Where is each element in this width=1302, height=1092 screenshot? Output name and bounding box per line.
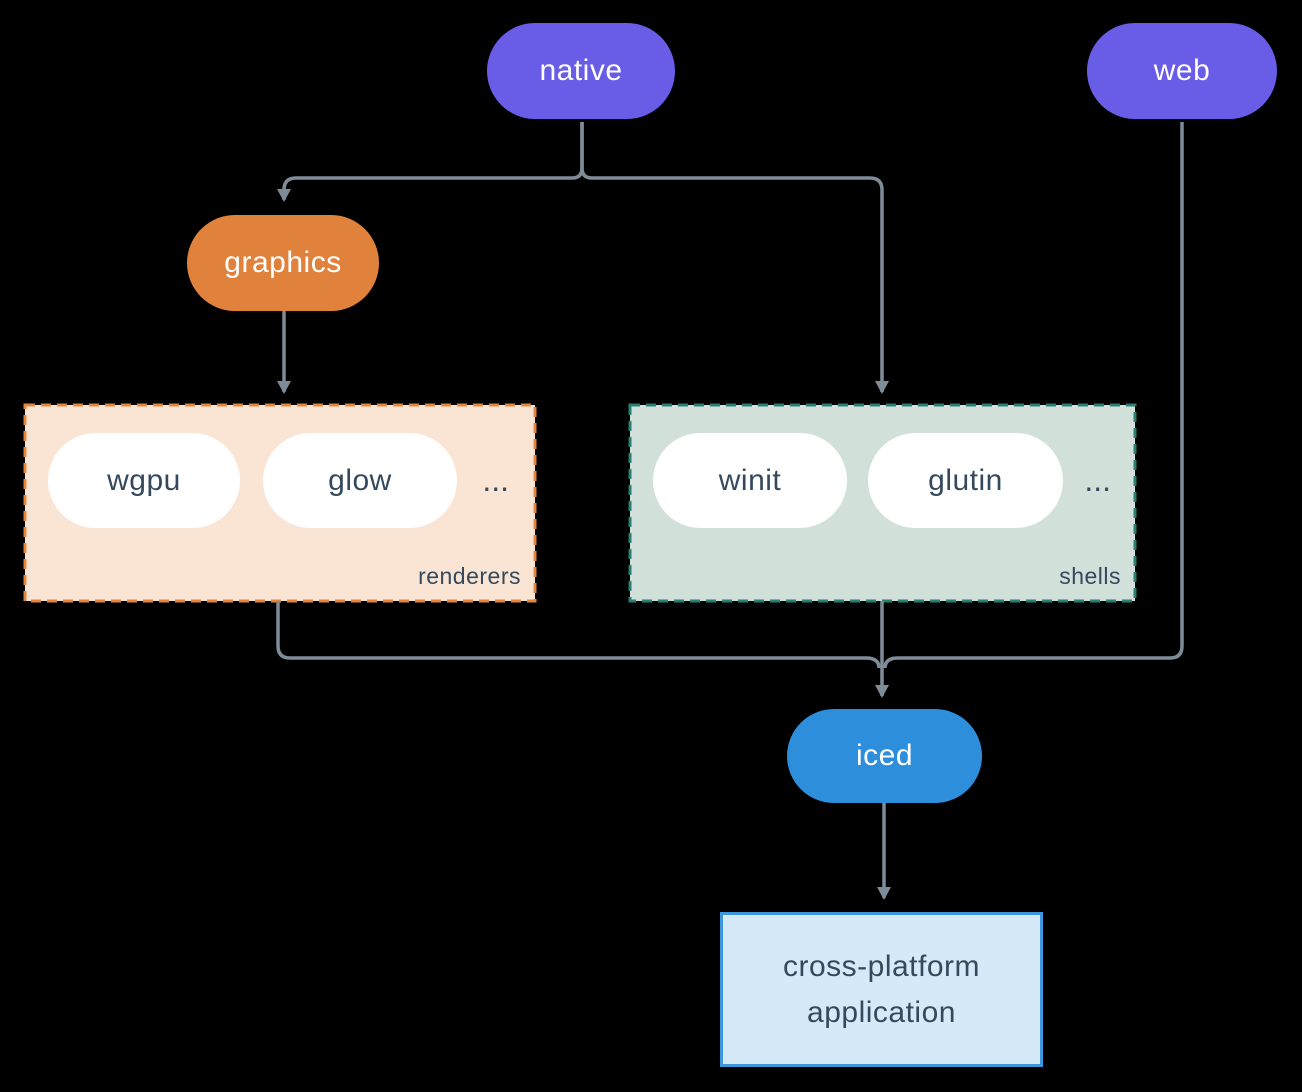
- line-web-to-merge: [883, 122, 1184, 669]
- node-wgpu: wgpu: [48, 433, 240, 528]
- node-iced: iced: [787, 709, 982, 803]
- node-native: native: [487, 23, 675, 119]
- node-web: web: [1087, 23, 1277, 119]
- renderers-group: wgpu glow ... renderers: [25, 405, 535, 601]
- node-native-label: native: [539, 54, 623, 87]
- node-winit: winit: [653, 433, 847, 528]
- node-graphics: graphics: [187, 215, 379, 311]
- node-glutin: glutin: [868, 433, 1063, 528]
- shells-group: winit glutin ... shells: [630, 405, 1135, 601]
- node-web-label: web: [1153, 54, 1211, 87]
- application-label-line1: cross-platform: [782, 949, 981, 983]
- node-iced-label: iced: [855, 739, 914, 772]
- node-wgpu-label: wgpu: [107, 463, 181, 497]
- node-glow-label: glow: [328, 463, 392, 497]
- arrow-native-to-graphics: [277, 122, 584, 202]
- renderers-group-label: renderers: [418, 563, 521, 589]
- renderers-ellipsis: ...: [482, 462, 509, 498]
- node-glutin-label: glutin: [928, 463, 1003, 497]
- shells-group-label: shells: [1059, 563, 1121, 589]
- node-graphics-label: graphics: [224, 246, 342, 279]
- node-cross-platform-application: cross-platform application: [720, 912, 1043, 1067]
- line-renderers-to-merge: [276, 601, 881, 669]
- shells-ellipsis: ...: [1084, 462, 1111, 498]
- application-label-line2: application: [807, 995, 956, 1029]
- node-glow: glow: [263, 433, 457, 528]
- node-winit-label: winit: [718, 463, 782, 497]
- arrow-native-to-shells: [580, 122, 889, 394]
